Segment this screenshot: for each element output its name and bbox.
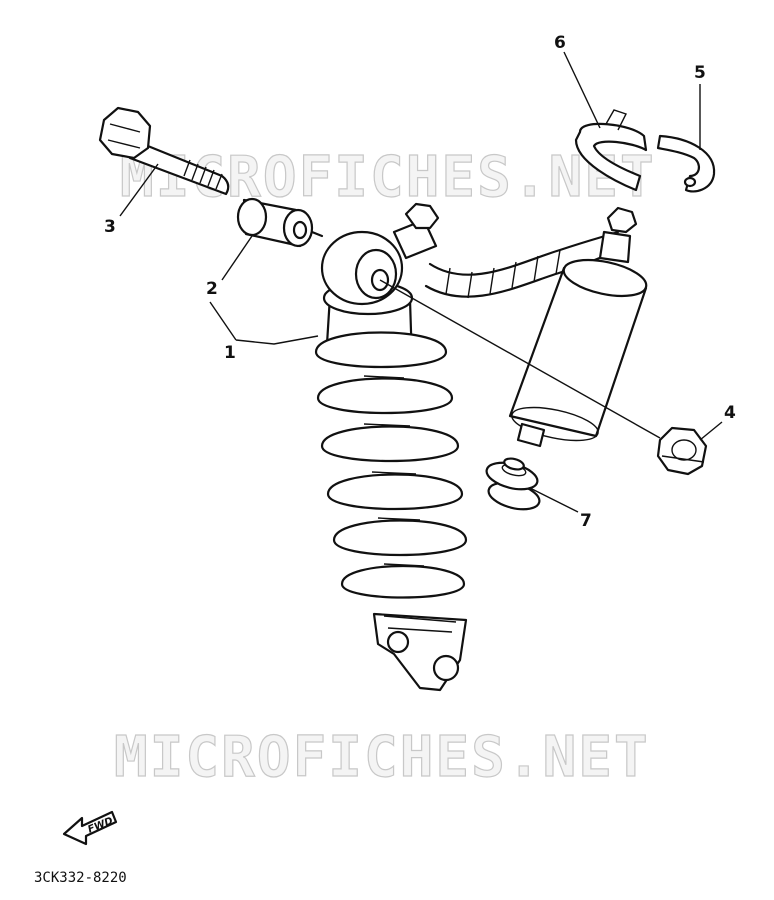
watermark-top: MICROFICHES.NET	[120, 145, 656, 210]
callout-4: 4	[724, 403, 736, 423]
watermark-bottom: MICROFICHES.NET	[114, 725, 650, 790]
callout-7: 7	[580, 511, 592, 531]
fwd-arrow-icon: FWD	[62, 810, 118, 846]
part-2-collar[interactable]	[236, 197, 324, 248]
part-1-shock-absorber[interactable]	[314, 202, 649, 692]
coil-spring	[314, 331, 468, 599]
part-5-clamp[interactable]	[656, 134, 716, 193]
callout-numbers: 1 2 3 4 5 6 7	[104, 33, 736, 531]
leader-lines	[119, 51, 723, 513]
callout-1: 1	[224, 343, 236, 363]
callout-5: 5	[694, 63, 706, 83]
callout-3: 3	[104, 217, 116, 237]
callout-6: 6	[554, 33, 566, 53]
diagram-code: 3CK332-8220	[34, 870, 127, 886]
part-3-bolt[interactable]	[98, 106, 230, 196]
part-7-grommet[interactable]	[484, 457, 542, 514]
part-6-clamp[interactable]	[574, 109, 648, 192]
callout-2: 2	[206, 279, 218, 299]
part-4-nut[interactable]	[656, 426, 708, 476]
